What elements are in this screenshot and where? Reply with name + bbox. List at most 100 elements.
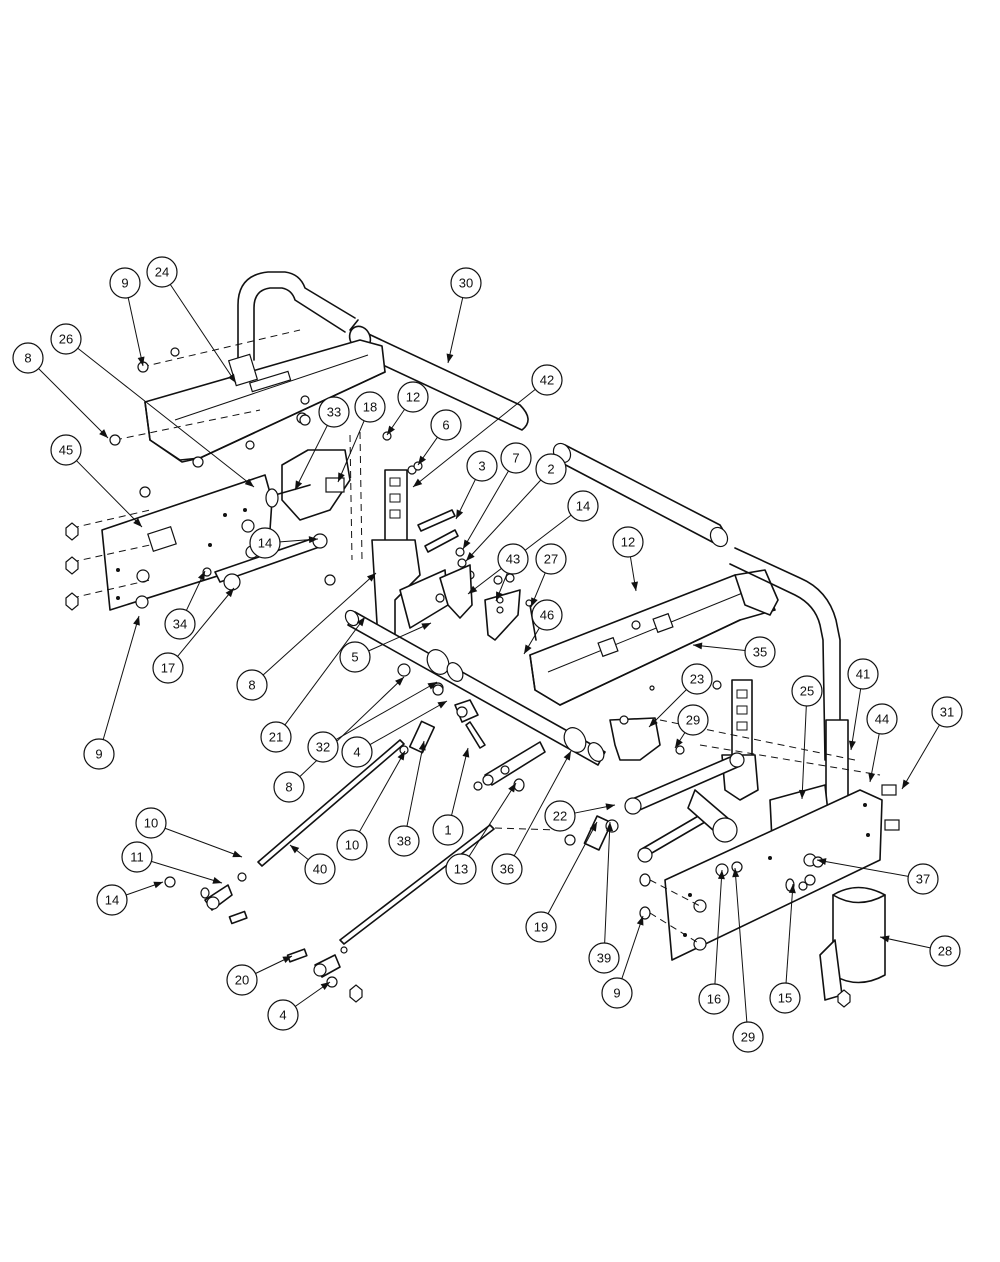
leader-line <box>451 747 469 816</box>
small-bracket <box>484 573 537 641</box>
callout-label: 30 <box>459 276 473 291</box>
callout-bubble <box>336 829 368 861</box>
callout-3: 3 <box>455 450 498 520</box>
leader-line <box>465 479 542 562</box>
arrowhead <box>212 877 222 884</box>
left-side-plate <box>101 474 273 611</box>
callout-label: 7 <box>512 451 519 466</box>
arrowhead <box>817 858 827 866</box>
callout-bubble <box>847 658 879 690</box>
leader-line <box>151 860 223 884</box>
arrowhead <box>282 956 292 964</box>
arrowhead <box>153 881 163 889</box>
callout-bubble <box>50 323 82 355</box>
callout-15: 15 <box>769 883 801 1014</box>
callout-bubble <box>544 800 576 832</box>
callout-label: 3 <box>478 459 485 474</box>
callout-bubble <box>866 703 898 735</box>
callout-label: 29 <box>741 1030 755 1045</box>
leader-line <box>513 750 572 857</box>
right-linkage <box>564 752 745 863</box>
leader-line <box>621 915 644 979</box>
callout-bubble <box>341 736 373 768</box>
callout-bubble <box>109 267 141 299</box>
callout-label: 6 <box>442 418 449 433</box>
callout-43: 43 <box>495 543 529 602</box>
callout-9: 9 <box>109 267 145 367</box>
callout-bubble <box>567 490 599 522</box>
arrowhead <box>636 916 644 926</box>
callout-bubble <box>339 641 371 673</box>
callout-bubble <box>388 825 420 857</box>
arrowhead <box>675 738 683 748</box>
callout-9: 9 <box>601 915 644 1009</box>
callout-label: 23 <box>690 672 704 687</box>
callout-bubble <box>236 669 268 701</box>
callout-bubble <box>121 841 153 873</box>
callout-label: 26 <box>59 332 73 347</box>
arrowhead <box>427 682 437 690</box>
callout-10: 10 <box>135 807 243 858</box>
callout-bubble <box>432 814 464 846</box>
callout-label: 17 <box>161 661 175 676</box>
callout-45: 45 <box>50 434 143 528</box>
callout-bubble <box>732 1021 764 1053</box>
callout-13: 13 <box>445 782 517 885</box>
callout-bubble <box>260 721 292 753</box>
arrowhead <box>244 478 254 487</box>
arrowhead <box>605 803 615 811</box>
callout-bubble <box>96 884 128 916</box>
callout-label: 2 <box>547 462 554 477</box>
callout-18: 18 <box>337 391 386 483</box>
callout-bubble <box>931 696 963 728</box>
arrowhead <box>290 845 300 854</box>
leader-line <box>262 572 377 676</box>
arrowhead <box>649 718 658 727</box>
leader-line <box>406 740 425 827</box>
callout-36: 36 <box>491 750 572 885</box>
callout-8: 8 <box>12 342 109 439</box>
center-control-shaft <box>344 609 606 766</box>
arrowhead <box>421 623 431 630</box>
callout-bubble <box>535 543 567 575</box>
callout-6: 6 <box>417 409 462 466</box>
leader-line <box>447 297 464 364</box>
leader-line <box>850 688 862 751</box>
callout-34: 34 <box>164 570 206 640</box>
leader-line <box>102 615 140 740</box>
callout-label: 14 <box>105 893 119 908</box>
callout-label: 25 <box>800 684 814 699</box>
callout-22: 22 <box>544 800 616 832</box>
callout-bubble <box>612 526 644 558</box>
callout-bubble <box>318 396 350 428</box>
callout-12: 12 <box>612 526 644 592</box>
callout-1: 1 <box>432 747 470 846</box>
callout-label: 46 <box>540 608 554 623</box>
callout-label: 4 <box>353 745 360 760</box>
callout-bubble <box>304 853 336 885</box>
callout-label: 39 <box>597 951 611 966</box>
callout-10: 10 <box>336 750 406 861</box>
callout-label: 13 <box>454 862 468 877</box>
arrowhead <box>228 373 236 383</box>
callout-21: 21 <box>260 616 366 753</box>
arrowhead <box>320 982 330 991</box>
leader-line <box>164 827 243 858</box>
leader-line <box>294 425 328 491</box>
callout-bubble <box>354 391 386 423</box>
callout-label: 16 <box>707 992 721 1007</box>
center-hardware <box>413 461 475 619</box>
callout-label: 20 <box>235 973 249 988</box>
callout-25: 25 <box>791 675 823 800</box>
leader-line <box>335 681 438 741</box>
callout-label: 9 <box>95 747 102 762</box>
callout-label: 35 <box>753 645 767 660</box>
leader-line <box>901 724 940 790</box>
callout-label: 32 <box>316 740 330 755</box>
callout-label: 38 <box>397 834 411 849</box>
callout-label: 37 <box>916 872 930 887</box>
arrowhead <box>356 617 365 627</box>
callout-12: 12 <box>386 381 429 436</box>
callout-label: 43 <box>506 552 520 567</box>
callout-label: 15 <box>778 991 792 1006</box>
